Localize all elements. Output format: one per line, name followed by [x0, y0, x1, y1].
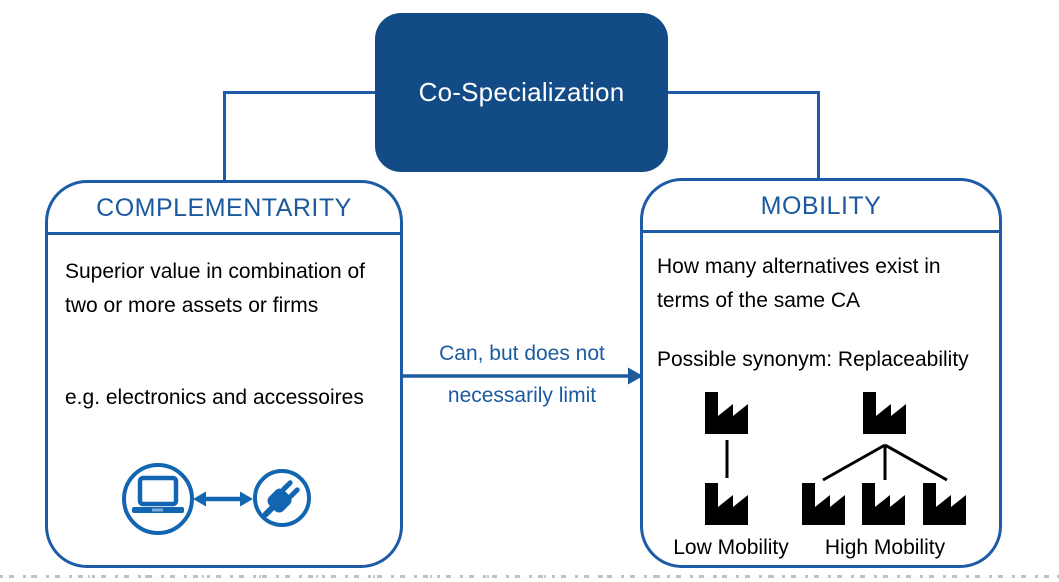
low-mobility-label: Low Mobility — [673, 536, 789, 559]
co-specialization-title: Co-Specialization — [418, 77, 625, 107]
co-specialization-box: Co-Specialization — [375, 13, 668, 172]
high-mobility-label: High Mobility — [824, 536, 946, 559]
complementarity-example-text: e.g. electronics and accessoires — [65, 386, 364, 409]
mobility-illustration — [705, 392, 966, 525]
factory-icon — [705, 392, 748, 434]
complementarity-illustration — [122, 463, 311, 535]
factory-icon — [923, 483, 966, 525]
high-mobility-link-line — [884, 443, 948, 482]
connector-left-vertical — [223, 91, 226, 181]
relation-label-line1: Can, but does not — [439, 342, 605, 365]
complementarity-header: COMPLEMENTARITY — [48, 183, 400, 235]
mobility-text-line: terms of the same CA — [657, 289, 861, 312]
mobility-text-line: How many alternatives exist in — [657, 255, 941, 278]
mobility-box: MOBILITY How many alternatives exist in … — [640, 178, 1002, 568]
connector-left-horizontal — [223, 91, 376, 94]
relation-arrow — [402, 367, 643, 385]
double-arrow-icon — [193, 491, 253, 507]
high-mobility-link-line — [822, 443, 886, 482]
relation-label-line2: necessarily limit — [447, 384, 597, 407]
complementarity-text-line: two or more assets or firms — [65, 294, 319, 317]
mobility-header: MOBILITY — [643, 181, 999, 233]
complementarity-box: COMPLEMENTARITY Superior value in combin… — [45, 180, 403, 568]
complementarity-text-line: Superior value in combination of — [65, 260, 366, 283]
factory-icon — [862, 483, 905, 525]
connector-right-horizontal — [666, 91, 820, 94]
connector-right-vertical — [817, 91, 820, 179]
laptop-icon — [122, 463, 194, 535]
factory-icon — [802, 483, 845, 525]
factory-icon — [705, 483, 748, 525]
mobility-synonym-text: Possible synonym: Replaceability — [657, 348, 969, 371]
plug-icon — [253, 469, 311, 527]
cutoff-caption — [0, 575, 1059, 580]
factory-icon — [863, 392, 906, 434]
